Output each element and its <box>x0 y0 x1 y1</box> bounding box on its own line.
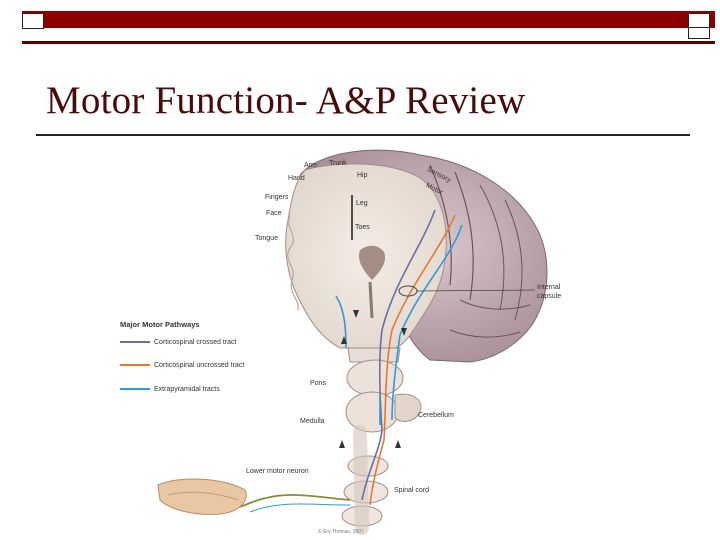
corticospinal-crossed-tract <box>361 209 436 501</box>
label-fingers: Fingers <box>265 194 289 201</box>
label-hip: Hip <box>357 172 368 179</box>
flow-arrows <box>339 310 407 448</box>
top-decorative-bar <box>22 11 715 44</box>
legend-label-extrapyramidal: Extrapyramidal tracts <box>154 386 220 393</box>
label-pons: Pons <box>310 380 326 387</box>
label-leg: Leg <box>356 200 368 207</box>
label-medulla: Medulla <box>300 418 325 425</box>
slide-title: Motor Function- A&P Review <box>46 79 526 122</box>
label-tongue: Tongue <box>255 235 278 242</box>
title-underline <box>36 134 690 136</box>
label-toes: Toes <box>355 224 370 231</box>
top-right-lower-square-icon <box>688 27 710 39</box>
hand-muscle-illustration <box>157 478 247 515</box>
label-hand: Hand <box>288 175 305 182</box>
label-lower-motor-neuron: Lower motor neuron <box>246 468 309 475</box>
label-trunk: Trunk <box>329 160 347 167</box>
legend-swatch-uncrossed <box>120 364 150 367</box>
label-spinal-cord: Spinal cord <box>394 487 430 494</box>
coronal-brain-section <box>285 163 447 349</box>
legend-item-crossed: Corticospinal crossed tract <box>120 339 236 346</box>
label-internal-capsule: Internal capsule <box>537 284 562 300</box>
internal-capsule-leader <box>416 289 536 292</box>
legend-item-uncrossed: Corticospinal uncrossed tract <box>120 362 244 369</box>
top-white-band <box>22 28 715 44</box>
top-red-band <box>22 11 715 28</box>
corticospinal-uncrossed-tract <box>369 214 456 506</box>
legend-label-uncrossed: Corticospinal uncrossed tract <box>154 362 245 369</box>
legend-swatch-extrapyramidal <box>120 388 150 391</box>
legend-title: Major Motor Pathways <box>120 320 200 329</box>
brainstem <box>341 347 422 535</box>
legend-swatch-crossed <box>120 341 150 344</box>
label-face: Face <box>266 210 282 217</box>
label-arm: Arm <box>304 162 317 169</box>
top-left-square-icon <box>22 13 44 29</box>
label-cerebellum: Cerebellum <box>418 412 454 419</box>
legend-item-extrapyramidal: Extrapyramidal tracts <box>120 386 220 393</box>
image-credit: © Erv Thomas, 2007 <box>318 529 364 535</box>
legend-label-crossed: Corticospinal crossed tract <box>154 339 237 346</box>
